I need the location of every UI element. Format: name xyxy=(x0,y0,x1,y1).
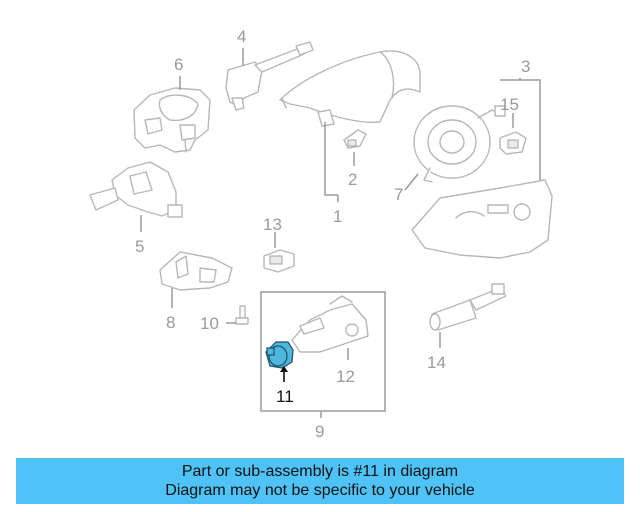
callout-9: 9 xyxy=(315,422,324,441)
part-6-switch-module xyxy=(133,87,211,153)
callout-11: 11 xyxy=(276,387,294,406)
part-8-bracket xyxy=(159,251,233,291)
callout-3: 3 xyxy=(521,57,530,76)
callout-4: 4 xyxy=(237,27,246,46)
part-4-wiper-switch xyxy=(225,41,314,111)
callout-15: 15 xyxy=(500,95,519,114)
part-3-lower-shroud xyxy=(411,179,553,259)
part-10-screw xyxy=(235,305,249,325)
part-11-ignition-switch xyxy=(265,341,294,369)
part-5-turn-switch xyxy=(89,161,183,218)
part-7-clockspring xyxy=(413,105,506,183)
callout-14: 14 xyxy=(427,353,446,372)
callout-10: 10 xyxy=(200,314,219,333)
callout-6: 6 xyxy=(174,55,183,74)
parts-diagram: 6 4 1 2 7 15 xyxy=(89,27,553,441)
part-9-assembly-box xyxy=(260,291,386,412)
info-banner: Part or sub-assembly is #11 in diagram D… xyxy=(16,458,624,504)
callout-1: 1 xyxy=(333,207,342,226)
banner-line-1: Part or sub-assembly is #11 in diagram xyxy=(181,463,459,480)
part-12-lock-housing xyxy=(291,295,369,353)
part-15-sensor xyxy=(499,131,527,155)
callout-2: 2 xyxy=(348,170,357,189)
part-2-clip xyxy=(343,129,367,149)
part-13-relay xyxy=(263,249,295,273)
callout-12: 12 xyxy=(336,367,355,386)
part-14-lock-cylinder xyxy=(429,283,507,331)
banner-line-2: Diagram may not be specific to your vehi… xyxy=(165,482,475,499)
callout-8: 8 xyxy=(166,313,175,332)
part-1-upper-shroud xyxy=(279,50,421,127)
callout-7: 7 xyxy=(394,185,403,204)
callout-13: 13 xyxy=(263,215,282,234)
callout-5: 5 xyxy=(135,237,144,256)
